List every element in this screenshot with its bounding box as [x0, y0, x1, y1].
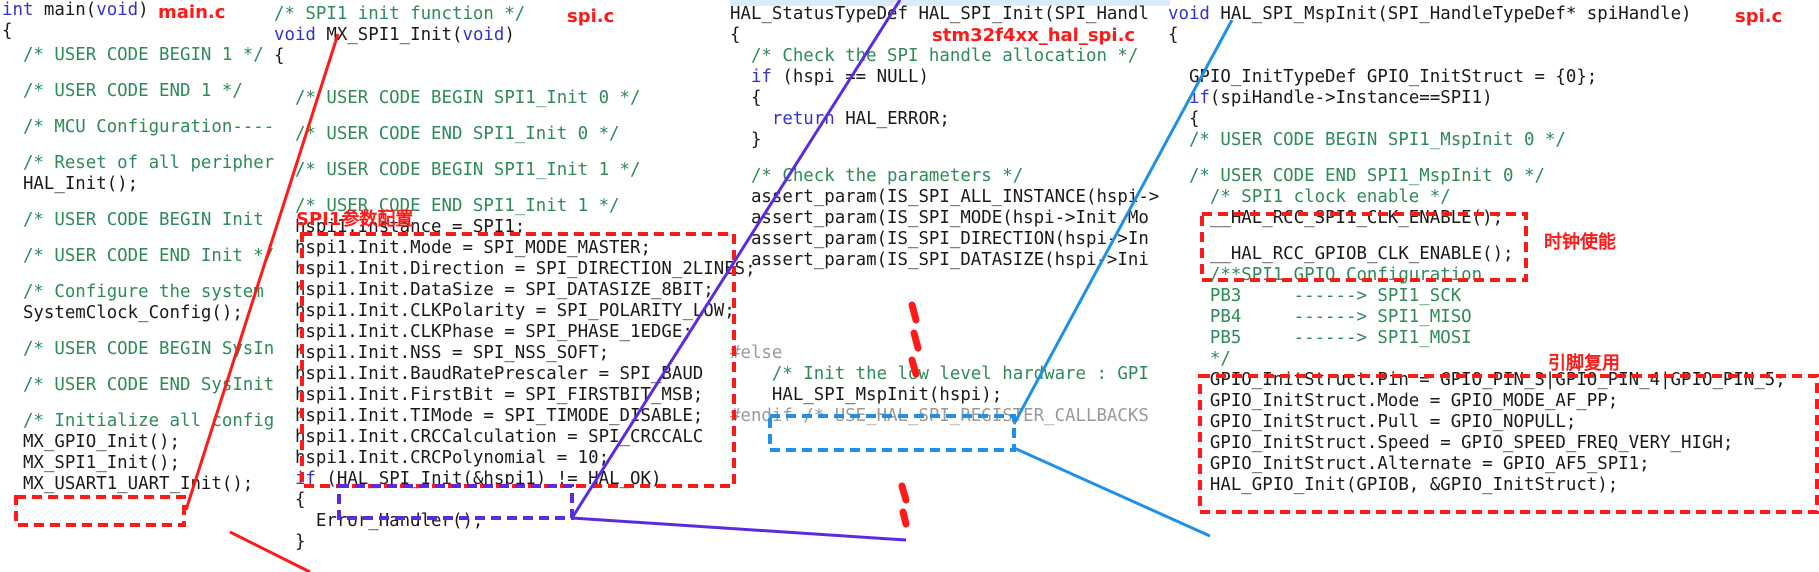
code-line: /* SPI1 init function */	[274, 4, 526, 24]
code-line: MX_GPIO_Init();	[2, 432, 180, 452]
code-line: assert_param(IS_SPI_ALL_INSTANCE(hspi->	[730, 187, 1160, 207]
code-line: /* USER CODE BEGIN 1 */	[2, 45, 264, 65]
code-line: {	[730, 25, 741, 45]
code-line: hspi1.Init.FirstBit = SPI_FIRSTBIT_MSB;	[274, 385, 704, 405]
code-line: Error_Handler();	[274, 511, 484, 531]
code-line: }	[274, 532, 306, 552]
code-line: GPIO_InitStruct.Pin = GPIO_PIN_3|GPIO_PI…	[1168, 370, 1786, 390]
code-line: {	[1168, 109, 1200, 129]
code-line: assert_param(IS_SPI_MODE(hspi->Init.Mo	[730, 208, 1149, 228]
code-line: HAL_SPI_MspInit(hspi);	[730, 385, 1003, 405]
code-line: SystemClock_Config();	[2, 303, 243, 323]
code-line: PB3 ------> SPI1_SCK	[1168, 286, 1462, 306]
code-line: /* Init the low level hardware : GPI	[730, 364, 1149, 384]
label-spi-param-config: SPI1参数配置	[296, 209, 414, 230]
code-line: HAL_GPIO_Init(GPIOB, &GPIO_InitStruct);	[1168, 475, 1619, 495]
code-line: /* USER CODE BEGIN Init	[2, 210, 264, 230]
label-clock-enable: 时钟使能	[1544, 232, 1616, 253]
code-line: /* SPI1 clock enable */	[1168, 187, 1451, 207]
code-line: GPIO_InitStruct.Alternate = GPIO_AF5_SPI…	[1168, 454, 1650, 474]
code-line: /**SPI1 GPIO Configuration	[1168, 265, 1483, 285]
code-line: /* USER CODE BEGIN SPI1_Init 0 */	[274, 88, 641, 108]
panel-spi-init: /* SPI1 init function */void MX_SPI1_Ini…	[274, 0, 756, 572]
code-line: /* Initialize all config	[2, 411, 275, 431]
label-spi-c-1: spi.c	[567, 6, 615, 27]
code-line: hspi1.Init.CLKPhase = SPI_PHASE_1EDGE;	[274, 322, 693, 342]
code-line: /* USER CODE BEGIN SPI1_Init 1 */	[274, 160, 641, 180]
label-hal-spi-c: stm32f4xx_hal_spi.c	[932, 25, 1136, 46]
panel-hal-spi: HAL_StatusTypeDef HAL_SPI_Init(SPI_Handl…	[730, 0, 1170, 572]
code-line: GPIO_InitStruct.Pull = GPIO_NOPULL;	[1168, 412, 1577, 432]
code-line: #endif /* USE_HAL_SPI_REGISTER_CALLBACKS	[730, 406, 1149, 426]
code-line: {	[730, 88, 762, 108]
code-line: /* MCU Configuration----	[2, 117, 275, 137]
code-line: */	[1168, 349, 1231, 369]
code-line: /* USER CODE END SysInit	[2, 375, 275, 395]
code-line: /* Check the parameters */	[730, 166, 1024, 186]
code-line: }	[730, 130, 762, 150]
code-line: hspi1.Init.NSS = SPI_NSS_SOFT;	[274, 343, 610, 363]
code-line: GPIO_InitStruct.Mode = GPIO_MODE_AF_PP;	[1168, 391, 1619, 411]
code-line: /* USER CODE BEGIN SysIn	[2, 339, 275, 359]
code-line: GPIO_InitTypeDef GPIO_InitStruct = {0};	[1168, 67, 1598, 87]
code-line: /* USER CODE END Init */	[2, 246, 275, 266]
label-pin-mux: 引脚复用	[1548, 353, 1620, 374]
code-line: assert_param(IS_SPI_DIRECTION(hspi->In	[730, 229, 1149, 249]
code-line: PB4 ------> SPI1_MISO	[1168, 307, 1472, 327]
code-line: return HAL_ERROR;	[771, 109, 950, 129]
code-line: void HAL_SPI_MspInit(SPI_HandleTypeDef* …	[1168, 4, 1692, 24]
code-line: {	[2, 21, 13, 41]
code-line: MX_USART1_UART_Init();	[2, 474, 254, 494]
label-spi-c-2: spi.c	[1735, 6, 1783, 27]
code-line: if(spiHandle->Instance==SPI1)	[1188, 88, 1493, 108]
label-main-c: main.c	[158, 2, 226, 23]
code-line: int main(void)	[2, 0, 149, 20]
code-line: /* Reset of all peripher	[2, 153, 275, 173]
code-line: if (hspi == NULL)	[750, 67, 929, 87]
code-line: hspi1.Init.DataSize = SPI_DATASIZE_8BIT;	[274, 280, 714, 300]
code-line: /* USER CODE BEGIN SPI1_MspInit 0 */	[1168, 130, 1566, 150]
code-line: __HAL_RCC_SPI1_CLK_ENABLE();	[1168, 208, 1504, 228]
code-line: /* Check the SPI handle allocation */	[730, 46, 1139, 66]
code-line: hspi1.Init.CRCCalculation = SPI_CRCCALC	[274, 427, 704, 447]
code-line: /* USER CODE END SPI1_MspInit 0 */	[1168, 166, 1545, 186]
code-line: hspi1.Init.Mode = SPI_MODE_MASTER;	[274, 238, 651, 258]
code-line: GPIO_InitStruct.Speed = GPIO_SPEED_FREQ_…	[1168, 433, 1734, 453]
panel-main-c: int main(void){ /* USER CODE BEGIN 1 */ …	[0, 0, 288, 572]
code-line: /* Configure the system	[2, 282, 264, 302]
code-line: {	[1168, 25, 1179, 45]
code-line: HAL_StatusTypeDef HAL_SPI_Init(SPI_Handl	[730, 4, 1149, 24]
code-line: {	[274, 490, 306, 510]
code-line: /* USER CODE END 1 */	[2, 81, 243, 101]
code-line: hspi1.Init.CRCPolynomial = 10;	[274, 448, 610, 468]
code-line: #else	[730, 343, 783, 363]
code-line: {	[274, 46, 285, 66]
code-line: MX_SPI1_Init();	[2, 453, 180, 473]
code-line: if (HAL_SPI_Init(&hspi1) != HAL_OK)	[294, 469, 662, 489]
code-line: hspi1.Init.Direction = SPI_DIRECTION_2LI…	[274, 259, 756, 279]
code-line: hspi1.Init.CLKPolarity = SPI_POLARITY_LO…	[274, 301, 735, 321]
code-line: PB5 ------> SPI1_MOSI	[1168, 328, 1472, 348]
title-highlight	[730, 0, 1170, 6]
panel-msp-init: void HAL_SPI_MspInit(SPI_HandleTypeDef* …	[1168, 0, 1819, 572]
code-line: hspi1.Init.TIMode = SPI_TIMODE_DISABLE;	[274, 406, 704, 426]
code-line: hspi1.Init.BaudRatePrescaler = SPI_BAUD	[274, 364, 704, 384]
code-line: HAL_Init();	[2, 174, 139, 194]
code-line: __HAL_RCC_GPIOB_CLK_ENABLE();	[1168, 244, 1514, 264]
code-line: assert_param(IS_SPI_DATASIZE(hspi->Ini	[730, 250, 1149, 270]
code-line: void MX_SPI1_Init(void)	[274, 25, 515, 45]
code-line: /* USER CODE END SPI1_Init 0 */	[274, 124, 620, 144]
